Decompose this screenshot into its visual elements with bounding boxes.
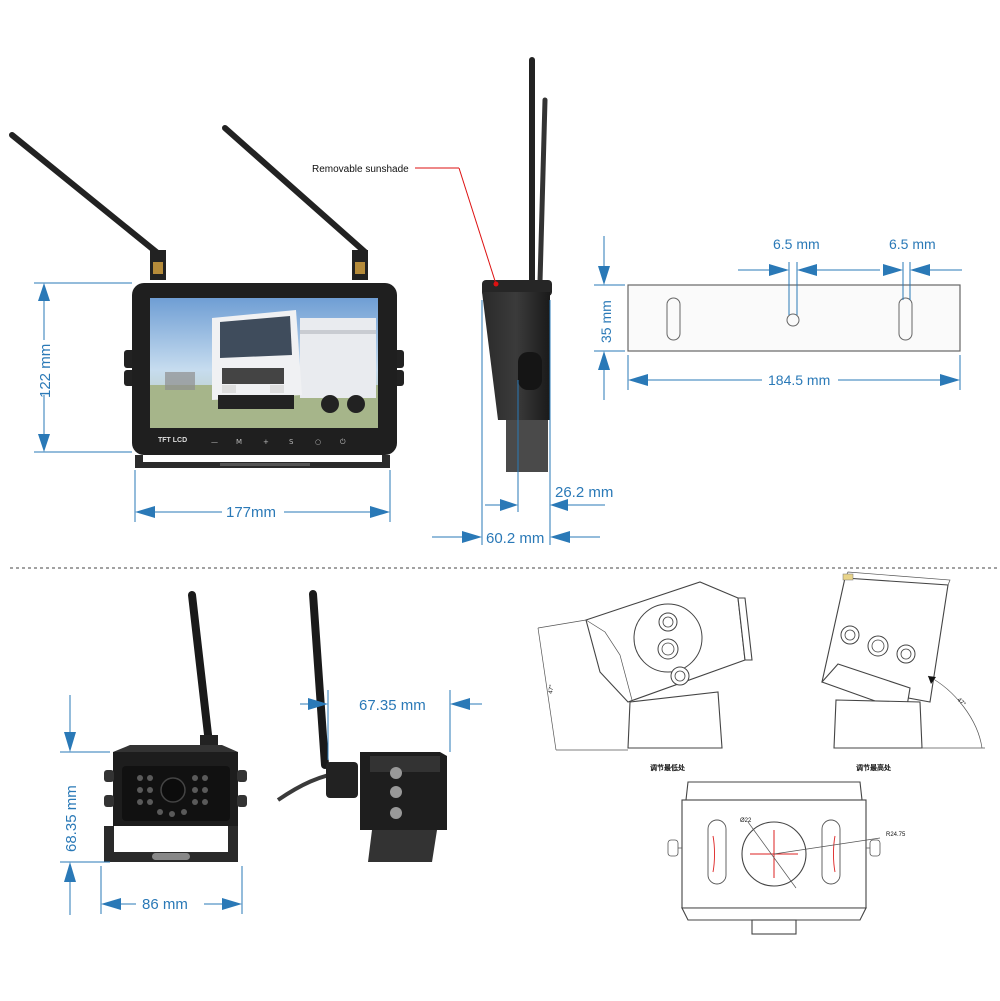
antenna-left	[9, 132, 166, 280]
angle-label-right: 47°	[956, 697, 967, 708]
dim-side-depth: 26.2 mm 60.2 mm	[432, 300, 613, 547]
dim-label-68-35mm: 68.35 mm	[63, 785, 80, 852]
dim-label-26-2mm: 26.2 mm	[555, 484, 613, 501]
drawing-lowest-position: 47° 调节最低处	[537, 581, 753, 772]
dim-label-60-2mm: 60.2 mm	[486, 530, 544, 547]
dim-hole-gap-right: 6.5 mm	[883, 236, 962, 300]
monitor-side: Removable sunshade 26.2 mm 60.2 mm	[312, 57, 613, 547]
dim-label-184-5mm: 184.5 mm	[768, 372, 830, 388]
screen-badge: TFT LCD	[158, 437, 187, 444]
dim-camera-height: 68.35 mm	[60, 695, 110, 915]
button-plus[interactable]: +	[263, 438, 269, 446]
dim-camera-depth: 67.35 mm	[300, 690, 482, 760]
dim-label-35mm: 35 mm	[598, 300, 614, 343]
dim-label-6-5mm-right: 6.5 mm	[889, 236, 936, 252]
dim-monitor-height: 122 mm	[34, 282, 132, 453]
angle-label-left: 47°	[548, 684, 556, 695]
hole-diameter-label: Ø22	[740, 818, 752, 824]
dim-label-122mm: 122 mm	[37, 344, 54, 398]
dim-bracket-height: 35 mm	[594, 236, 625, 400]
dim-bracket-length: 184.5 mm	[627, 355, 961, 390]
mounting-bracket: 6.5 mm 6.5 mm 35 mm	[594, 236, 962, 400]
caption-lowest: 调节最低处	[650, 763, 686, 772]
dim-label-86mm: 86 mm	[142, 896, 188, 913]
dim-camera-width: 86 mm	[100, 866, 243, 914]
monitor-buttons: — M + S ○ ⏻	[211, 438, 346, 446]
callout-label: Removable sunshade	[312, 164, 409, 175]
dim-label-67-35mm: 67.35 mm	[359, 697, 426, 714]
camera-front: 68.35 mm 86 mm	[60, 591, 247, 915]
drawing-front-bracket: Ø22 R24.75	[667, 781, 906, 935]
monitor-front: TFT LCD — M + S ○ ⏻ 122 mm	[9, 125, 404, 522]
button-menu[interactable]: M	[236, 438, 242, 446]
button-power[interactable]: ⏻	[340, 438, 346, 446]
radius-label: R24.75	[886, 832, 906, 838]
antenna-right	[222, 125, 368, 280]
button-circle[interactable]: ○	[315, 438, 321, 446]
dim-hole-gap-left: 6.5 mm	[738, 236, 880, 315]
camera-side: 67.35 mm	[276, 590, 482, 862]
sunshade-callout: Removable sunshade	[312, 164, 499, 287]
button-minus[interactable]: —	[211, 438, 218, 446]
caption-highest: 调节最高处	[856, 763, 892, 772]
dim-monitor-width: 177mm	[134, 470, 391, 522]
dim-label-177mm: 177mm	[226, 504, 276, 521]
dim-label-6-5mm-left: 6.5 mm	[773, 236, 820, 252]
monitor-screen	[150, 298, 378, 428]
button-source[interactable]: S	[289, 438, 294, 446]
drawing-highest-position: 47° 调节最高处	[821, 571, 985, 772]
